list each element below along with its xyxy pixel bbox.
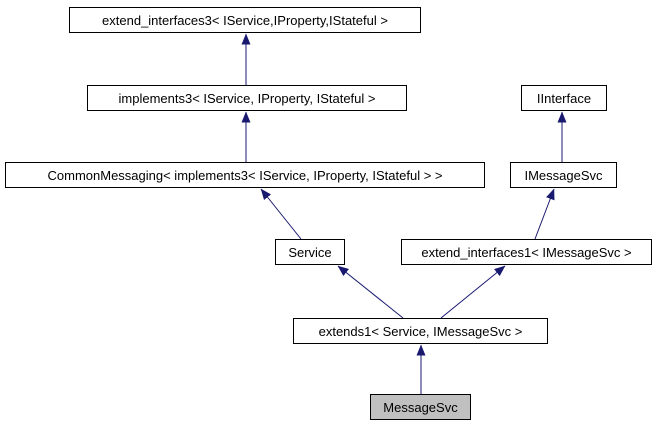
edge-extends1-to-service xyxy=(337,265,404,319)
node-extend-interfaces1[interactable]: extend_interfaces1< IMessageSvc > xyxy=(401,239,652,265)
node-messagesvc: MessageSvc xyxy=(370,394,471,420)
edge-extends1-to-extend-interfaces1 xyxy=(440,265,506,319)
node-extends1[interactable]: extends1< Service, IMessageSvc > xyxy=(293,318,548,344)
edge-service-to-common-messaging xyxy=(260,188,302,240)
node-implements3[interactable]: implements3< IService, IProperty, IState… xyxy=(87,85,407,111)
node-service[interactable]: Service xyxy=(275,239,345,265)
node-imessagesvc[interactable]: IMessageSvc xyxy=(510,162,617,188)
node-iinterface[interactable]: IInterface xyxy=(521,85,607,111)
edge-extend-interfaces1-to-imessagesvc xyxy=(534,188,555,240)
node-extend-interfaces3[interactable]: extend_interfaces3< IService,IProperty,I… xyxy=(69,7,421,33)
node-common-messaging[interactable]: CommonMessaging< implements3< IService, … xyxy=(5,162,485,188)
